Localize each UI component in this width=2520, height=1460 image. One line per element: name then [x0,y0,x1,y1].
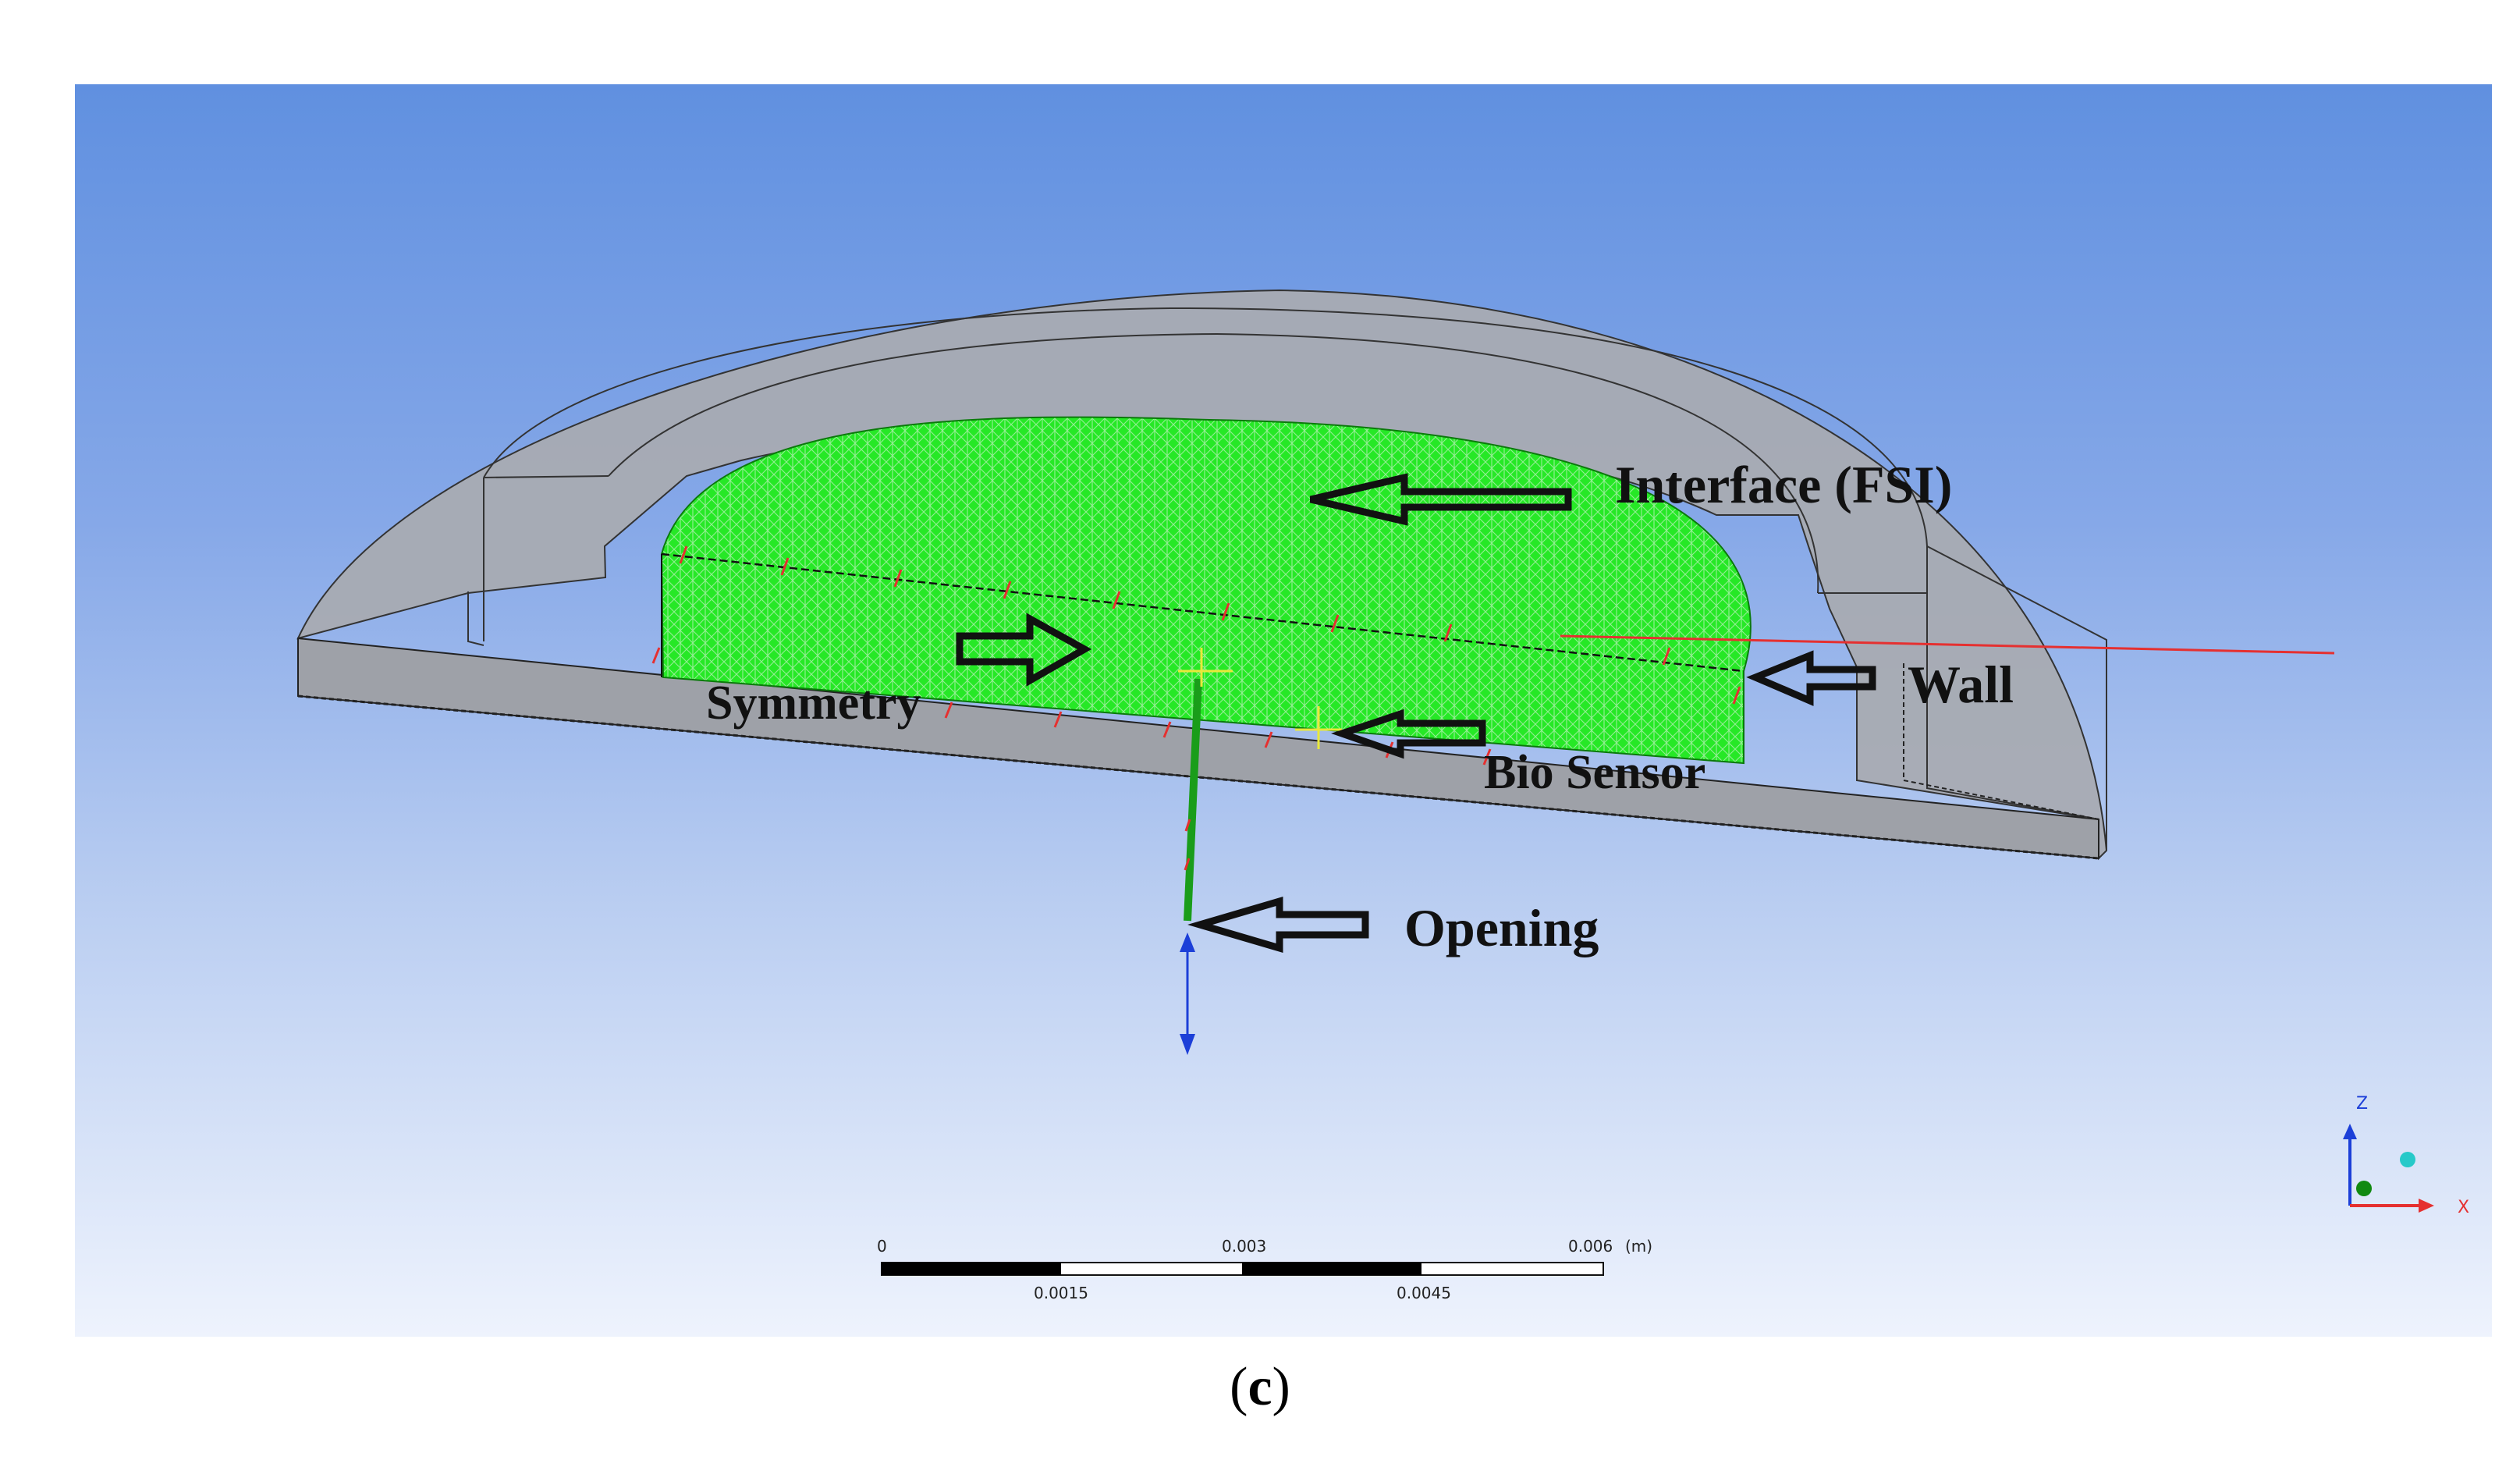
bio-sensor-callout-arrow [1331,709,1486,759]
opening-callout-arrow [1187,896,1369,954]
symmetry-callout-arrow [956,613,1092,687]
scale-tick-0.0045: 0.0045 [1397,1284,1451,1302]
scale-tick-0.0015: 0.0015 [1034,1284,1088,1302]
scale-tick-0.006: 0.006 [1568,1237,1613,1256]
interface-fsi-label: Interface (FSI) [1615,455,1953,514]
wall-callout-arrow [1746,650,1876,706]
opening-stem [1178,648,1342,922]
interface-callout-arrow [1309,473,1572,526]
scale-tick-0.003: 0.003 [1222,1237,1267,1256]
scale-unit: (m) [1625,1237,1653,1256]
coordinate-triad [2343,1124,2434,1213]
fluid-mesh-domain [660,416,1752,765]
scale-tick-0: 0 [877,1237,887,1256]
figure-caption: (c) [1230,1357,1290,1417]
symmetry-label: Symmetry [706,677,921,730]
triad-z-label: Z [2356,1094,2369,1114]
opening-label: Opening [1404,898,1599,957]
inlet-direction-arrow [1180,932,1195,1055]
triad-x-label: X [2458,1198,2470,1217]
wall-label: Wall [1908,655,2014,714]
bio-sensor-label: Bio Sensor [1484,746,1706,799]
scale-bar [881,1262,1604,1276]
